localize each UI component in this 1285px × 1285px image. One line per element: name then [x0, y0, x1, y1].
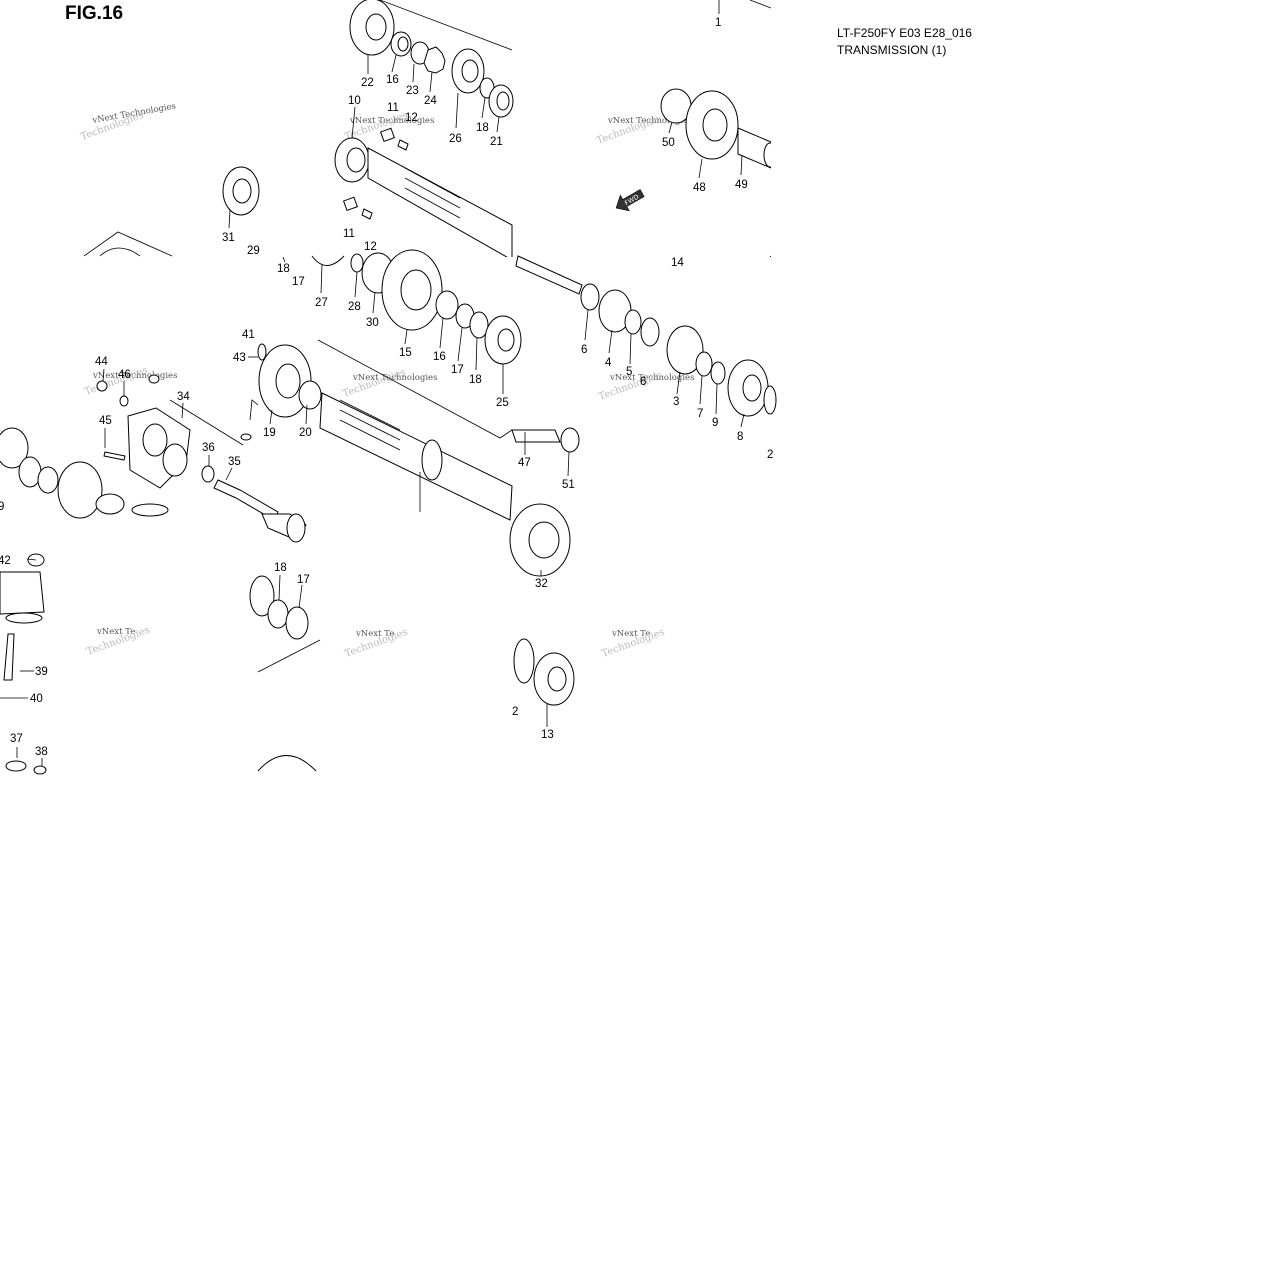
callout-6b: 6	[640, 376, 646, 388]
callout-50: 50	[662, 137, 675, 149]
shaft-right-middle	[515, 255, 777, 417]
svg-text:vNext Te: vNext Te	[355, 629, 394, 639]
svg-text:Technologies: Technologies	[83, 365, 149, 398]
callout-49: 49	[735, 179, 748, 191]
callout-11b: 11	[343, 228, 355, 240]
callout-14: 14	[671, 257, 684, 269]
fwd-arrow: FWD	[615, 189, 645, 212]
callout-11: 11	[387, 102, 399, 114]
callout-2: 2	[767, 449, 773, 461]
callout-6: 6	[581, 344, 587, 356]
callout-21: 21	[490, 136, 503, 148]
model-code: LT-F250FY E03 E28_016 TRANSMISSION (1)	[837, 25, 972, 59]
callout-30: 30	[366, 317, 379, 329]
callout-17: 17	[292, 276, 305, 288]
svg-text:vNext Technologies: vNext Technologies	[609, 373, 694, 383]
callout-40: 40	[30, 693, 43, 705]
gear-cluster-middle-center	[311, 249, 522, 365]
callout-19: 19	[263, 427, 276, 439]
model-line: LT-F250FY E03 E28_016	[837, 26, 972, 40]
callout-16b: 16	[433, 351, 446, 363]
callout-23: 23	[406, 85, 419, 97]
callout-44: 44	[95, 356, 108, 368]
callout-18d: 18	[274, 562, 287, 574]
callout-12b: 12	[364, 241, 377, 253]
callout-36: 36	[202, 442, 215, 454]
callout-32: 32	[535, 578, 548, 590]
drive-shaft-lower	[240, 339, 580, 521]
callout-45: 45	[99, 415, 112, 427]
callout-37: 37	[10, 733, 23, 745]
callout-4: 4	[605, 357, 612, 369]
callout-24: 24	[424, 95, 437, 107]
callout-43: 43	[233, 352, 246, 364]
figure-title: FIG.16	[65, 3, 124, 24]
svg-text:vNext Te: vNext Te	[96, 627, 135, 637]
bearing-31	[83, 166, 260, 257]
leader-lines	[16, 0, 745, 766]
gear-48-assembly: FWD	[615, 0, 771, 257]
callout-31: 31	[222, 232, 235, 244]
section-title: TRANSMISSION (1)	[837, 43, 947, 57]
callout-47: 47	[518, 457, 531, 469]
shift-fork-shaft-assembly	[0, 513, 307, 775]
callout-22: 22	[361, 77, 374, 89]
callout-18c: 18	[277, 263, 290, 275]
callout-28: 28	[348, 301, 361, 313]
svg-text:vNext Technologies: vNext Technologies	[92, 371, 177, 381]
callout-46: 46	[118, 369, 131, 381]
bearings-bottom-right	[509, 503, 575, 706]
callout-3: 3	[673, 396, 679, 408]
callout-labels: 1 22 16 23 24 26 18 21 10 11 12 11 12 31…	[0, 17, 773, 758]
callout-26: 26	[449, 133, 462, 145]
callout-17d: 17	[297, 574, 310, 586]
callout-38: 38	[35, 746, 48, 758]
svg-text:Technologies: Technologies	[341, 367, 407, 400]
callout-12: 12	[405, 112, 418, 124]
callout-42: 42	[0, 555, 11, 567]
counter-shaft-assembly	[334, 0, 514, 257]
callout-17b: 17	[451, 364, 464, 376]
callout-1: 1	[715, 17, 721, 29]
callout-35: 35	[228, 456, 241, 468]
svg-text:vNext Te: vNext Te	[611, 629, 650, 639]
callout-7: 7	[697, 408, 703, 420]
callout-20: 20	[299, 427, 312, 439]
shift-cam-assembly	[0, 374, 279, 521]
callout-18b: 18	[469, 374, 482, 386]
svg-text:vNext Technologies: vNext Technologies	[349, 116, 434, 126]
callout-8: 8	[737, 431, 743, 443]
callout-13: 13	[541, 729, 554, 741]
svg-text:vNext Technologies: vNext Technologies	[607, 116, 692, 126]
callout-5: 5	[626, 366, 632, 378]
callout-29: 29	[247, 245, 260, 257]
callout-34: 34	[177, 391, 190, 403]
callout-48: 48	[693, 182, 706, 194]
callout-18: 18	[476, 122, 489, 134]
callout-39: 39	[35, 666, 48, 678]
callout-10: 10	[348, 95, 361, 107]
callout-15: 15	[399, 347, 412, 359]
callout-25: 25	[496, 397, 509, 409]
callout-41: 41	[242, 329, 255, 341]
callout-27: 27	[315, 297, 328, 309]
callout-9: 9	[712, 417, 718, 429]
svg-text:vNext Technologies: vNext Technologies	[352, 373, 437, 383]
gears-bottom-center	[249, 575, 321, 772]
callout-2b: 2	[512, 706, 518, 718]
callout-16: 16	[386, 74, 399, 86]
callout-9b: 9	[0, 501, 4, 513]
callout-51: 51	[562, 479, 575, 491]
